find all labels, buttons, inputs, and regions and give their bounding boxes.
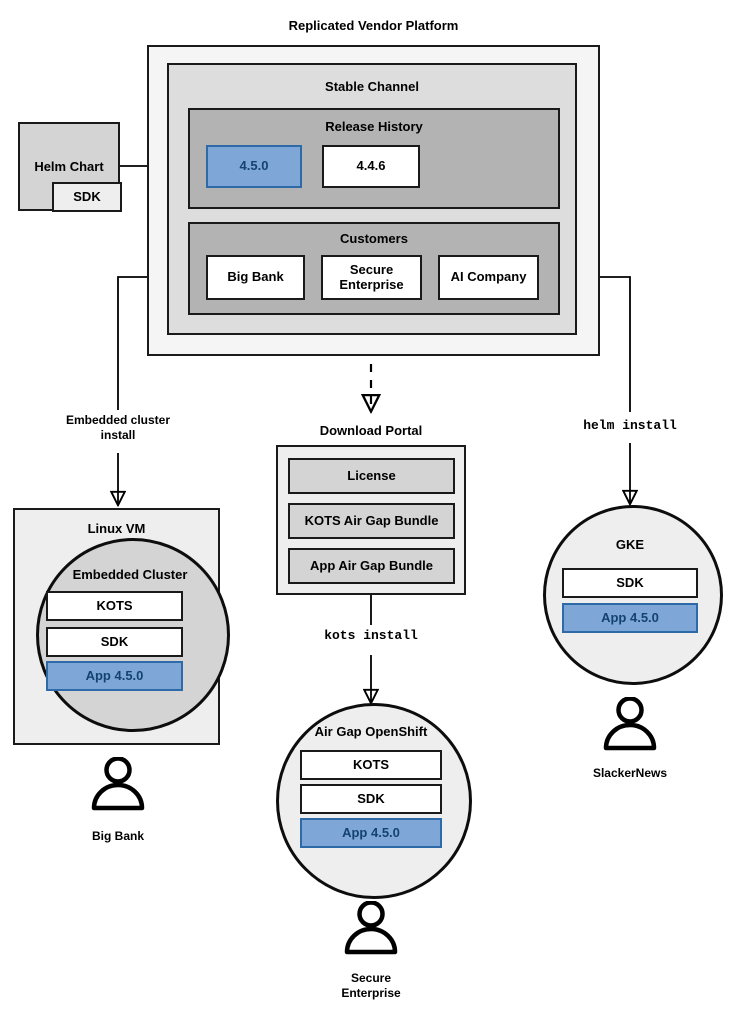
gke-title: GKE: [615, 537, 645, 552]
stable-channel-title: Stable Channel: [325, 79, 419, 94]
download-portal-artifact-kots-air-gap-bundle[interactable]: KOTS Air Gap Bundle: [288, 503, 455, 539]
helm-chart-sdk[interactable]: SDK: [52, 182, 122, 212]
label-helm-install: helm install: [583, 418, 677, 433]
label-kots-install: kots install: [324, 628, 418, 643]
air-gap-openshift-title: Air Gap OpenShift: [314, 724, 428, 739]
label-embedded-cluster-install: Embedded cluster install: [65, 413, 171, 442]
linux-vm-component-sdk[interactable]: SDK: [46, 627, 183, 657]
linux-vm-title: Linux VM: [87, 521, 146, 536]
actor-secure-enterprise-icon: [344, 901, 398, 955]
embedded-cluster-title: Embedded Cluster: [72, 567, 188, 582]
download-portal-title: Download Portal: [319, 423, 423, 438]
customer-secure-enterprise[interactable]: Secure Enterprise: [321, 255, 422, 300]
gke-component-sdk[interactable]: SDK: [562, 568, 698, 598]
actor-secure-enterprise-label: Secure Enterprise: [341, 971, 401, 1000]
release-history-title: Release History: [325, 119, 423, 134]
release-chip-4-4-6[interactable]: 4.4.6: [322, 145, 420, 188]
linux-vm-component-kots[interactable]: KOTS: [46, 591, 183, 621]
download-portal-artifact-license[interactable]: License: [288, 458, 455, 494]
actor-slackernews-label: SlackerNews: [592, 766, 668, 780]
page-title: Replicated Vendor Platform: [288, 18, 459, 33]
gke-component-app[interactable]: App 4.5.0: [562, 603, 698, 633]
air-gap-openshift-component-sdk[interactable]: SDK: [300, 784, 442, 814]
actor-slackernews-icon: [603, 697, 657, 751]
air-gap-openshift-component-app[interactable]: App 4.5.0: [300, 818, 442, 848]
release-chip-4-5-0[interactable]: 4.5.0: [206, 145, 302, 188]
actor-big-bank-icon: [91, 757, 145, 811]
actor-big-bank-label: Big Bank: [91, 829, 144, 843]
air-gap-openshift-component-kots[interactable]: KOTS: [300, 750, 442, 780]
helm-chart-title: Helm Chart: [34, 159, 104, 174]
customers-title: Customers: [340, 231, 408, 246]
customer-ai-company[interactable]: AI Company: [438, 255, 539, 300]
linux-vm-component-app[interactable]: App 4.5.0: [46, 661, 183, 691]
customer-big-bank[interactable]: Big Bank: [206, 255, 305, 300]
download-portal-artifact-app-air-gap-bundle[interactable]: App Air Gap Bundle: [288, 548, 455, 584]
